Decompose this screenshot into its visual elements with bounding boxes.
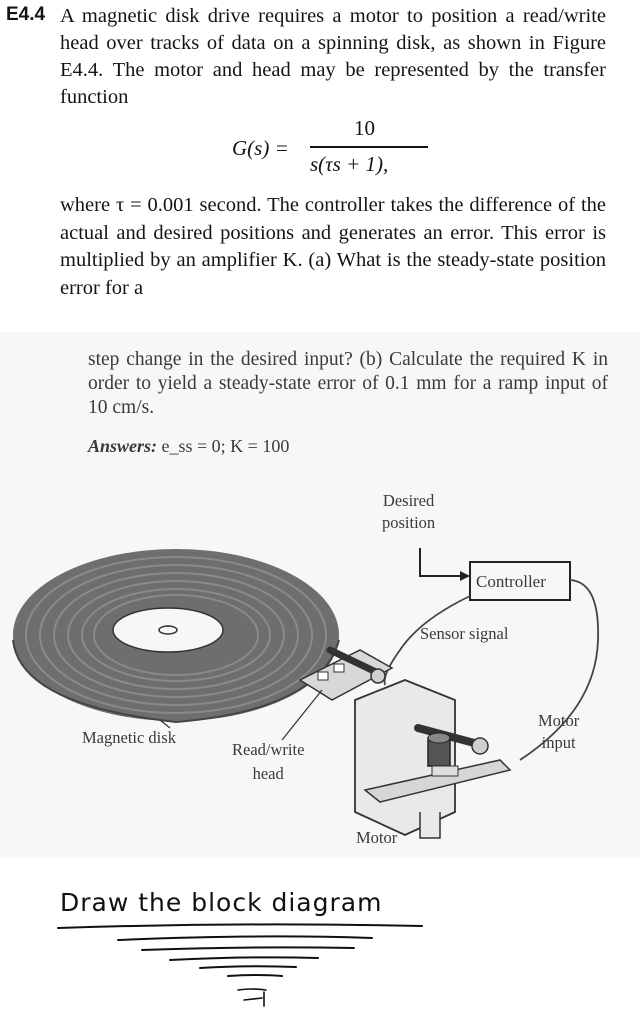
equation-lhs: G(s) = [232,136,289,160]
magnetic-disk-label: Magnetic disk [82,728,176,747]
read-write-head-label: Read/write head [232,740,305,783]
controller-label: Controller [476,572,546,591]
problem-block: E4.4 A magnetic disk drive requires a mo… [0,0,640,322]
motor-label: Motor [356,828,398,847]
handwritten-scribbles [57,923,423,1007]
motor-input-label: Motor input [538,711,580,752]
transfer-function-equation: G(s) = 10 s(τs + 1), [232,116,532,184]
handwritten-note: Draw the block diagram [60,888,383,917]
problem-statement-continued: where τ = 0.001 second. The controller t… [60,194,606,299]
answers-line: Answers: e_ss = 0; K = 100 [88,436,289,457]
answers-label: Answers: [88,436,158,456]
problem-statement: A magnetic disk drive requires a motor t… [60,5,606,108]
problem-number: E4.4 [6,4,46,25]
sensor-signal-label: Sensor signal [420,624,509,643]
desired-position-label: Desired position [382,491,436,532]
controller-box [469,561,571,601]
magnetic-disk-graphic [12,549,340,724]
problem-statement-part-b: step change in the desired input? (b) Ca… [88,349,608,418]
equation-denominator: s(τs + 1), [310,152,389,176]
equation-numerator: 10 [354,116,375,140]
answers-value: e_ss = 0; K = 100 [161,436,290,456]
read-write-head-assembly [298,646,394,701]
fraction-bar [310,146,428,148]
motor-assembly [354,679,512,839]
